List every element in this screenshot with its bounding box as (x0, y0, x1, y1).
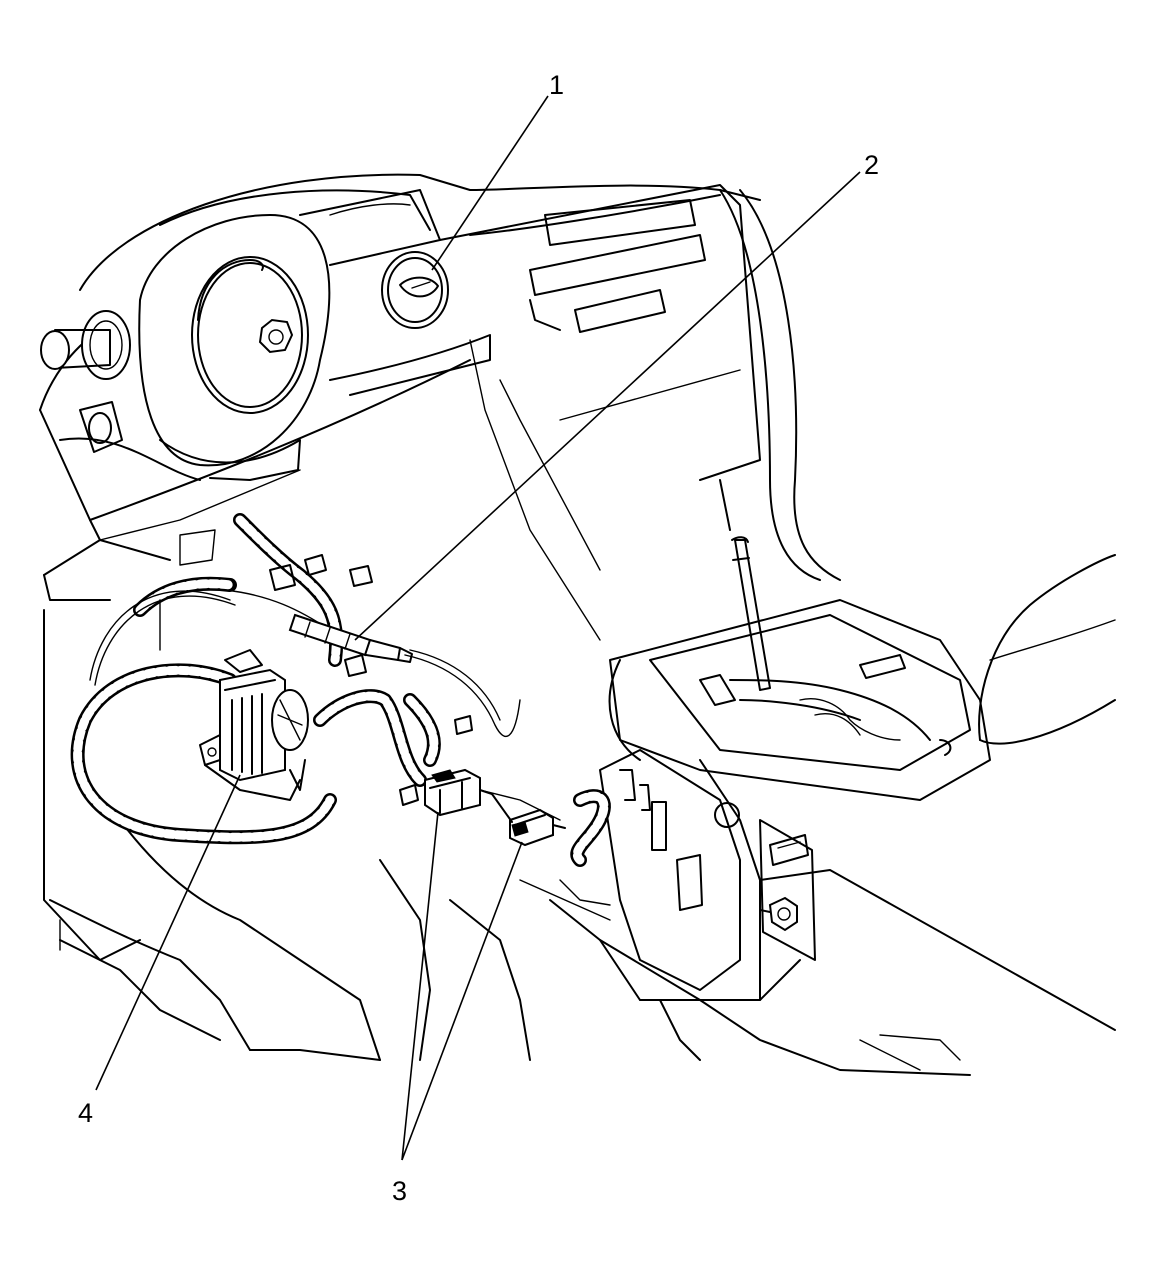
leader-2 (354, 171, 861, 641)
floor-console (608, 599, 991, 801)
driver-seat (978, 554, 1116, 745)
knee-bolster-edge (329, 334, 491, 396)
cable-end-fitting (288, 613, 413, 663)
console-side-trim (719, 189, 821, 581)
callout-3: 3 (392, 1176, 408, 1206)
instrument-panel (39, 173, 761, 601)
callout-1: 1 (549, 70, 565, 100)
floor-pan (43, 609, 1116, 1076)
leader-1 (431, 95, 549, 271)
leader-4 (95, 774, 241, 1091)
harness-clips (159, 529, 473, 806)
callout-4: 4 (78, 1098, 94, 1128)
wiring-harness (70, 513, 611, 867)
steering-column (138, 214, 331, 481)
turn-signal-stalk (40, 310, 131, 380)
console-bracket (599, 749, 816, 991)
dash-switch (79, 401, 123, 453)
callout-2: 2 (864, 150, 880, 180)
center-stack (439, 184, 761, 641)
console-side-trim-outer (739, 189, 841, 581)
shift-lock-actuator (199, 649, 309, 801)
leader-3a (401, 811, 439, 1161)
harness-connector-a (424, 768, 493, 817)
mounting-bolt (759, 896, 798, 932)
shift-lever (731, 536, 771, 691)
leader-lines (95, 95, 861, 1161)
ignition-lock-cylinder (381, 251, 449, 329)
harness-connector-b (491, 793, 566, 847)
leader-3b (401, 841, 523, 1161)
